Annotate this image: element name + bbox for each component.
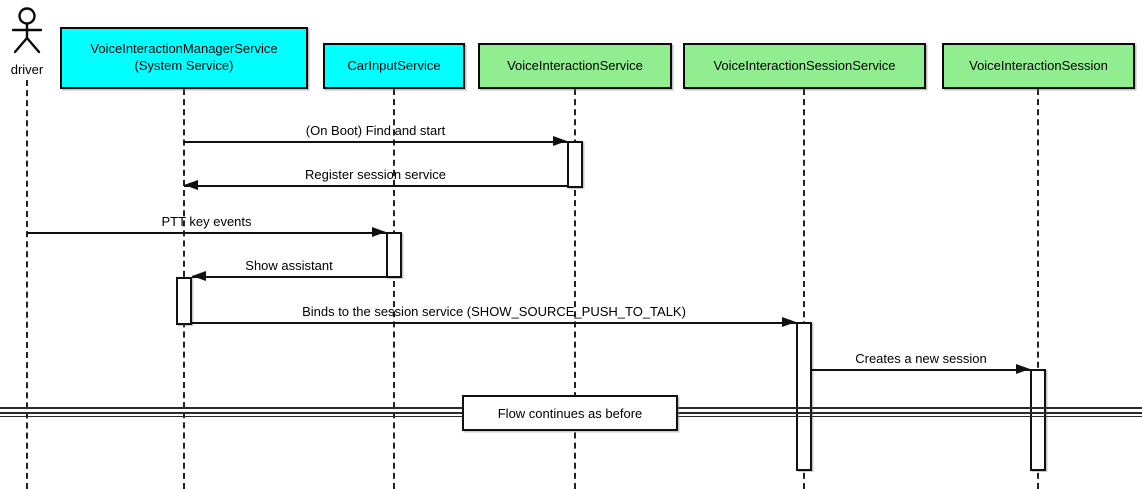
message-label-ptt-key-events: PTT key events (161, 214, 252, 229)
actor-driver-label: driver (10, 62, 44, 77)
lifeline-car-input-service (393, 89, 395, 489)
message-label-binds-to-session-service: Binds to the session service (SHOW_SOURC… (302, 304, 686, 319)
lifeline-voice-interaction-session (1037, 89, 1039, 489)
actor-stick-figure-icon (11, 7, 43, 54)
message-arrow-binds-to-session-service (192, 317, 796, 327)
activation-car-input-service (386, 232, 402, 278)
participant-voice-interaction-session: VoiceInteractionSession (942, 43, 1135, 89)
lifeline-voice-interaction-session-service (803, 89, 805, 489)
message-arrow-register-session-service (184, 180, 567, 190)
activation-voice-interaction-service (567, 141, 583, 188)
activation-voice-interaction-manager-service (176, 277, 192, 325)
message-arrow-creates-a-new-session (812, 364, 1030, 374)
participant-car-input-service: CarInputService (323, 43, 465, 89)
lifeline-driver (26, 80, 28, 489)
message-arrow-show-assistant (192, 271, 386, 281)
participant-voice-interaction-session-service: VoiceInteractionSessionService (683, 43, 926, 89)
lifeline-voice-interaction-service (574, 89, 576, 489)
participant-voice-interaction-manager-service: VoiceInteractionManagerService (System S… (60, 27, 308, 89)
message-label-on-boot-find-and-start: (On Boot) Find and start (305, 123, 446, 138)
divider-label-box: Flow continues as before (462, 395, 678, 431)
message-arrow-ptt-key-events (27, 227, 386, 237)
activation-voice-interaction-session (1030, 369, 1046, 471)
message-label-show-assistant: Show assistant (245, 258, 333, 273)
message-arrow-on-boot-find-and-start (184, 136, 567, 146)
participant-voice-interaction-service: VoiceInteractionService (478, 43, 672, 89)
activation-voice-interaction-session-service (796, 322, 812, 471)
message-label-register-session-service: Register session service (305, 167, 446, 182)
message-label-creates-a-new-session: Creates a new session (855, 351, 987, 366)
